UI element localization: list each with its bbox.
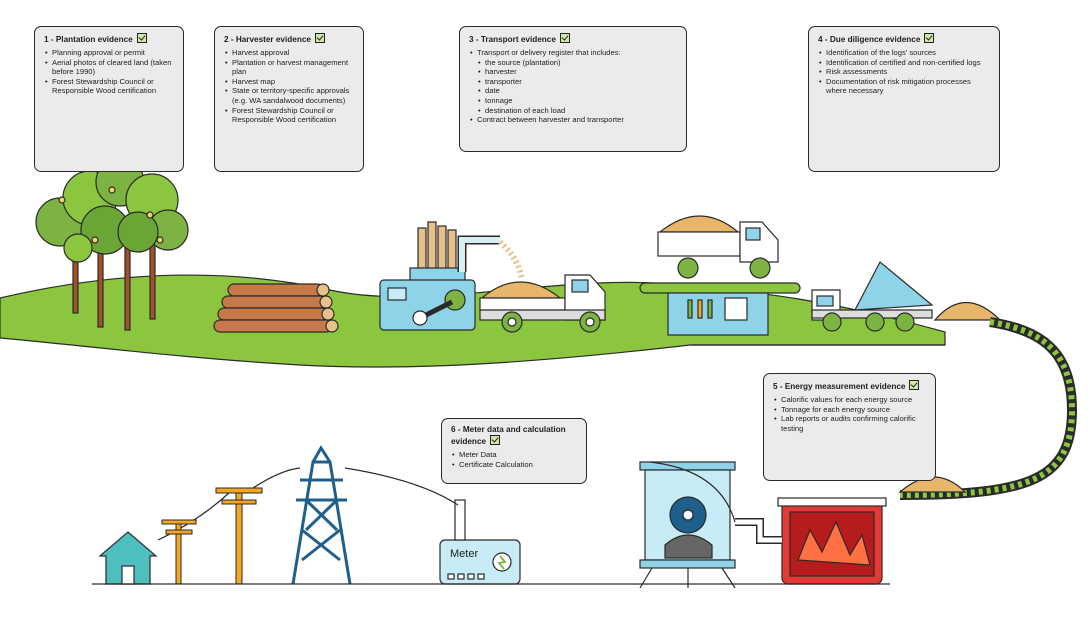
checkbox-checked-icon (909, 380, 920, 390)
list-item: Plantation or harvest management plan (225, 58, 354, 77)
list-item: Contract between harvester and transport… (470, 115, 677, 125)
card-title: 6 - Meter data and calculation evidence (451, 425, 566, 446)
list-item: Certificate Calculation (452, 460, 577, 470)
log-pile (213, 283, 339, 333)
card-transport-evidence: 3 - Transport evidence Transport or deli… (459, 26, 687, 152)
card-energy-measurement-evidence: 5 - Energy measurement evidence Calorifi… (763, 373, 936, 481)
checkbox-checked-icon (490, 435, 501, 445)
card-title: 5 - Energy measurement evidence (773, 382, 906, 391)
meter-label: Meter (450, 548, 479, 560)
list-item: Documentation of risk mitigation process… (819, 77, 990, 96)
weighbridge-station (639, 215, 801, 336)
power-lines (157, 461, 736, 541)
power-poles (161, 487, 263, 585)
list-item: Tonnage for each energy source (774, 405, 926, 415)
transmission-tower (291, 445, 352, 585)
checkbox-checked-icon (924, 33, 935, 43)
chip-truck-loading (479, 274, 606, 333)
card-meter-data-evidence: 6 - Meter data and calculation evidence … (441, 418, 587, 484)
sub-list-item: destination of each load (478, 106, 677, 116)
list-item: Harvest map (225, 77, 354, 87)
sub-list-item: date (478, 86, 677, 96)
card-title: 3 - Transport evidence (469, 35, 556, 44)
list-item: Meter Data (452, 450, 577, 460)
list-item: Forest Stewardship Council or Responsibl… (225, 106, 354, 125)
sub-list-item: transporter (478, 77, 677, 87)
list-item: Identification of certified and non-cert… (819, 58, 990, 68)
list-item: Forest Stewardship Council or Responsibl… (45, 77, 174, 96)
sub-list-item: the source (plantation) (478, 58, 677, 68)
house (98, 531, 158, 585)
list-item: Identification of the logs' sources (819, 48, 990, 58)
list-item: Aerial photos of cleared land (taken bef… (45, 58, 174, 77)
card-title: 2 - Harvester evidence (224, 35, 311, 44)
turbine-generator (639, 461, 736, 589)
sub-list-item: tonnage (478, 96, 677, 106)
checkbox-checked-icon (314, 33, 325, 43)
plantation-trees (35, 157, 189, 331)
sub-list-item: harvester (478, 67, 677, 77)
card-plantation-evidence: 1 - Plantation evidence Planning approva… (34, 26, 184, 172)
list-item: State or territory-specific approvals (e… (225, 86, 354, 105)
list-item: Calorific values for each energy source (774, 395, 926, 405)
chip-pile-furnace (898, 476, 967, 493)
furnace (777, 497, 887, 585)
chip-pile-top (933, 301, 1002, 321)
list-item: Harvest approval (225, 48, 354, 58)
card-due-diligence-evidence: 4 - Due diligence evidence Identificatio… (808, 26, 1000, 172)
list-item: Risk assessments (819, 67, 990, 77)
card-title: 1 - Plantation evidence (44, 35, 133, 44)
wood-chipper (379, 221, 525, 331)
card-title: 4 - Due diligence evidence (818, 35, 921, 44)
checkbox-checked-icon (136, 33, 147, 43)
checkbox-checked-icon (559, 33, 570, 43)
list-item: Transport or delivery register that incl… (470, 48, 677, 116)
list-item: Planning approval or permit (45, 48, 174, 58)
dump-truck (811, 261, 934, 332)
card-harvester-evidence: 2 - Harvester evidence Harvest approval … (214, 26, 364, 172)
electricity-meter (439, 499, 521, 585)
list-item: Lab reports or audits confirming calorif… (774, 414, 926, 433)
